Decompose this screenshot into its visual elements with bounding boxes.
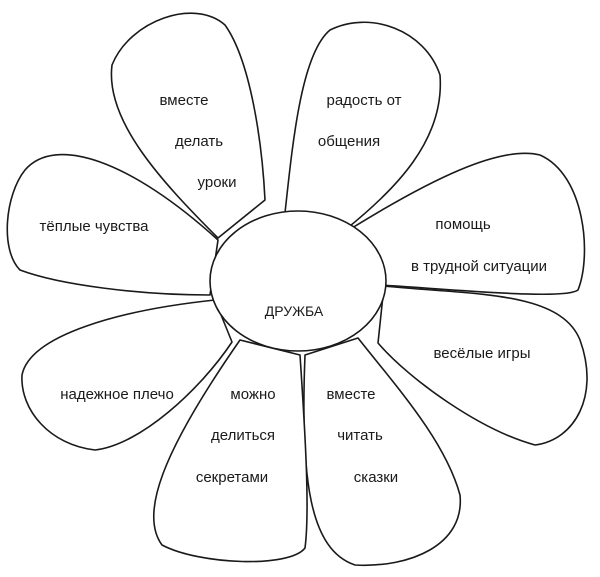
petal-top-left <box>110 12 266 239</box>
petal-text-line: уроки <box>198 174 237 191</box>
petal-text-line: вместе <box>160 92 209 109</box>
petal-text-line: общения <box>318 133 380 150</box>
petal-text-line: весёлые игры <box>433 345 530 362</box>
petal-text-line: в трудной ситуации <box>411 258 547 275</box>
petal-label-right-upper: помощь в трудной ситуации <box>411 216 547 275</box>
petal-left-upper <box>6 153 219 296</box>
flower-center <box>209 210 387 352</box>
petal-text-line: надежное плечо <box>60 386 174 403</box>
petal-label-right-lower: весёлые игры <box>433 345 530 362</box>
petal-right-lower <box>377 285 588 446</box>
petal-text-line: читать <box>337 427 383 444</box>
petal-bottom-left <box>152 339 308 563</box>
petal-label-top-right: радость от общения <box>318 92 402 150</box>
petal-text-line: можно <box>230 386 275 403</box>
petal-right-upper <box>351 152 586 296</box>
petal-label-bottom-left: можно делиться секретами <box>196 386 276 486</box>
petal-text-line: делиться <box>211 427 275 444</box>
petal-label-top-left: вместе делать уроки <box>160 92 237 191</box>
petal-text-line: помощь <box>435 216 490 233</box>
petal-text-line: вместе <box>327 386 376 403</box>
petal-text-line: сказки <box>354 469 398 486</box>
petal-text-line: радость от <box>326 92 401 109</box>
petal-left-lower <box>21 299 233 451</box>
petal-text-line: тёплые чувства <box>39 218 149 235</box>
petal-label-left-upper: тёплые чувства <box>39 218 149 235</box>
petal-label-left-lower: надежное плечо <box>60 386 174 403</box>
petal-top-right <box>283 21 442 231</box>
center-label: ДРУЖБА <box>265 303 324 319</box>
petal-text-line: секретами <box>196 469 268 486</box>
petal-label-bottom-right: вместе читать сказки <box>327 386 399 486</box>
petal-text-line: делать <box>175 133 223 150</box>
